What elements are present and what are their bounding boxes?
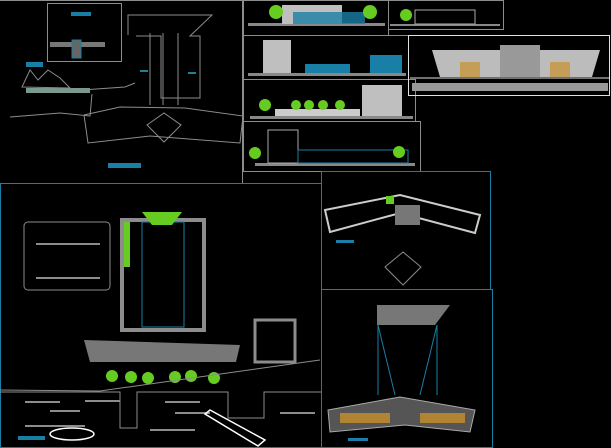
ship-icon	[203, 409, 267, 447]
palm-tree-icon	[208, 372, 220, 384]
floor-plan-drawings	[323, 193, 482, 441]
tree-icon	[318, 100, 328, 110]
tree-icon	[259, 99, 271, 111]
pier-section-drawing	[9, 3, 244, 168]
site-plan-drawing	[0, 212, 321, 447]
detail-inset-box	[47, 3, 122, 62]
tree-icon	[400, 9, 412, 21]
tree-icon	[363, 5, 377, 19]
elevation-drawings	[248, 5, 608, 166]
tree-icon	[249, 147, 261, 159]
tree-icon	[304, 100, 314, 110]
boat-icon	[49, 427, 95, 441]
tree-icon	[291, 100, 301, 110]
tree-icon	[393, 146, 405, 158]
palm-tree-icon	[106, 370, 118, 382]
frame-elevation-2	[388, 0, 504, 30]
tree-icon	[269, 5, 283, 19]
frame-main-elevation	[408, 35, 610, 96]
palm-tree-icon	[185, 370, 197, 382]
tree-icon	[335, 100, 345, 110]
palm-tree-icon	[142, 372, 154, 384]
parking-lot	[23, 221, 111, 291]
palm-tree-icon	[125, 371, 137, 383]
